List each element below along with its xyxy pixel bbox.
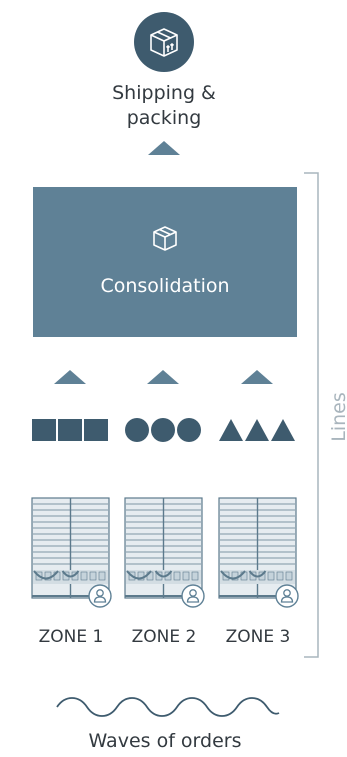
triangle-2: [245, 419, 269, 441]
up-arrow-to-shipping: [148, 141, 180, 155]
triangle-1: [219, 419, 243, 441]
consolidation-box: [33, 187, 297, 337]
rack-bin: [89, 571, 97, 581]
circles-group: [125, 418, 201, 442]
person-icon-body: [186, 596, 200, 603]
circle-2: [151, 418, 175, 442]
square-2: [58, 419, 82, 441]
square-3: [84, 419, 108, 441]
zone-label-3: ZONE 3: [226, 627, 291, 647]
rack-belt: [61, 570, 80, 578]
zone-rack-1: [31, 497, 112, 608]
box-with-arrows-icon: [150, 28, 178, 57]
up-arrow-zone-1: [54, 370, 86, 384]
rack-bin: [231, 571, 239, 581]
person-icon-head: [96, 589, 104, 597]
person-icon-head: [189, 589, 197, 597]
rack-bin: [173, 571, 181, 581]
zone-rack-2: [124, 497, 205, 608]
square-1: [32, 419, 56, 441]
up-arrow-zone-2: [147, 370, 179, 384]
shipping-label-line1: Shipping &: [112, 82, 216, 104]
rack-bin: [44, 571, 52, 581]
waves-label: Waves of orders: [88, 730, 241, 752]
rack-bin: [276, 571, 284, 581]
rack-belt: [248, 570, 267, 578]
zone-label-1: ZONE 1: [39, 627, 104, 647]
person-icon-body: [93, 596, 107, 603]
rack-bin: [285, 571, 293, 581]
rack-belt: [220, 570, 246, 580]
up-arrow-zone-3: [241, 370, 273, 384]
rack-bin: [182, 571, 190, 581]
circle-3: [177, 418, 201, 442]
shipping-packing-node: [134, 12, 194, 72]
rack-bin: [80, 571, 88, 581]
lines-bracket: [304, 172, 319, 658]
triangle-3: [271, 419, 295, 441]
squares-group: [32, 419, 108, 441]
person-icon-body: [280, 596, 294, 603]
shipping-label-line2: packing: [127, 107, 202, 129]
rack-bin: [191, 571, 199, 581]
triangles-group: [219, 419, 295, 441]
lines-label: Lines: [328, 392, 347, 442]
circle-1: [125, 418, 149, 442]
rack-bin: [137, 571, 145, 581]
consolidation-label: Consolidation: [100, 275, 229, 297]
rack-belt: [154, 570, 173, 578]
rack-bin: [267, 571, 275, 581]
rack-belt: [33, 570, 59, 580]
rack-belt: [126, 570, 152, 580]
zone-racks: [31, 497, 299, 608]
box-icon: [153, 226, 177, 251]
rack-bin: [98, 571, 106, 581]
zone-rack-3: [218, 497, 299, 608]
wave-icon: [56, 697, 280, 717]
zone-label-2: ZONE 2: [132, 627, 197, 647]
person-icon-head: [283, 589, 291, 597]
